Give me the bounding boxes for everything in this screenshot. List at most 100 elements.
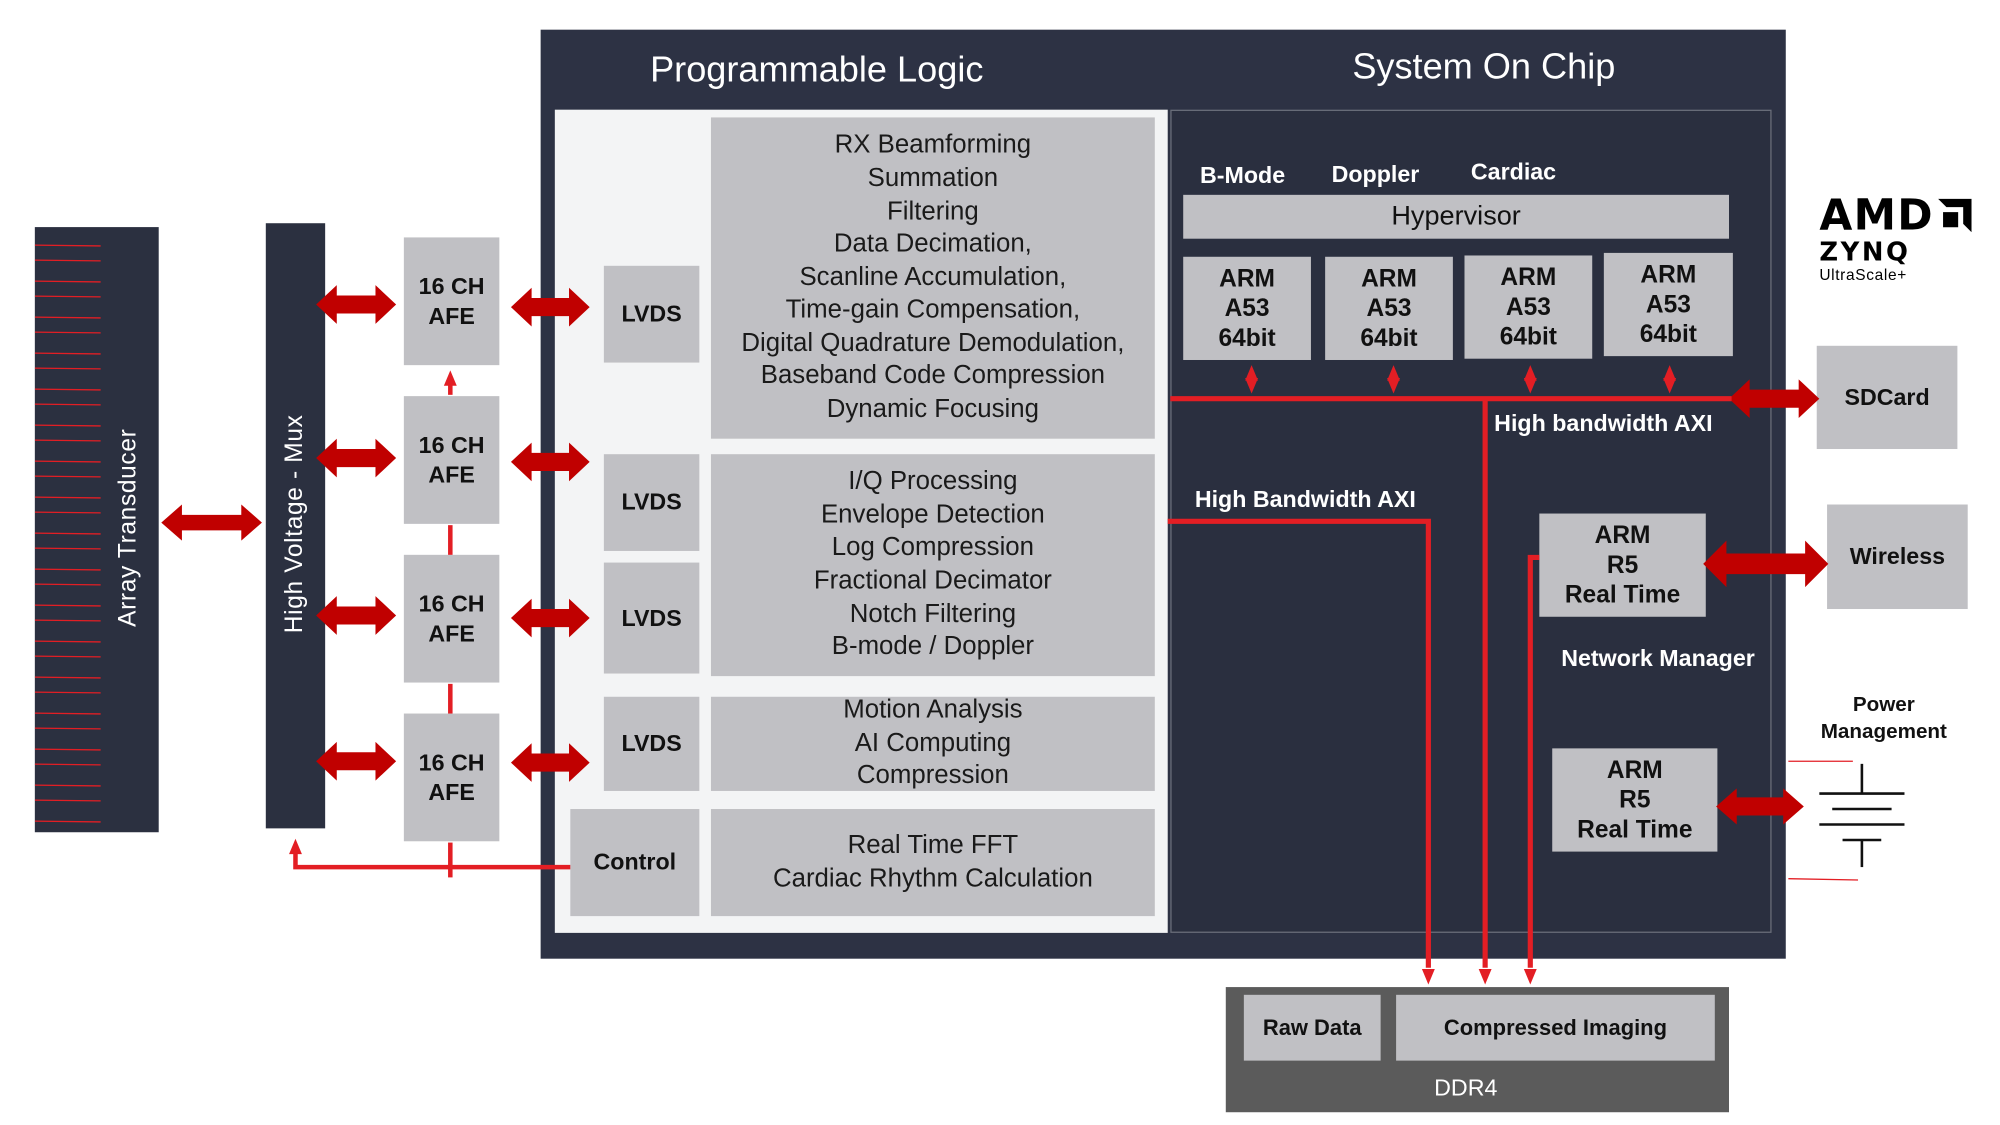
afe-lvds-arrow-2: [510, 442, 590, 482]
transducer-element: [34, 424, 101, 427]
transducer-element: [34, 547, 101, 550]
afe-lvds-arrow-3: [510, 598, 590, 638]
a53-arrow-up-3: [1523, 365, 1537, 381]
block-line: Data Decimation,: [833, 229, 1032, 259]
arm-a53-2: ARM A53 64bit: [1325, 256, 1453, 360]
transducer-element: [34, 259, 101, 262]
mux-afe-arrow-3: [316, 596, 397, 635]
block-line: Baseband Code Compression: [760, 361, 1106, 391]
arm-a53-3: ARM A53 64bit: [1464, 255, 1593, 359]
transducer-element: [34, 511, 101, 514]
power-line-bottom: [1788, 878, 1859, 881]
r5-ddr-line: [1527, 554, 1540, 968]
sdcard: SDCard: [1816, 345, 1958, 450]
transducer-element: [34, 763, 101, 766]
afe-3: 16 CH AFE: [403, 554, 500, 683]
transducer-element: [34, 475, 101, 478]
transducer-element: [34, 388, 101, 391]
afe-2: 16 CH AFE: [403, 396, 500, 524]
arm-r5-network: ARM R5 Real Time: [1539, 513, 1706, 617]
block-line: Time-gain Compensation,: [785, 295, 1081, 325]
transducer-element: [34, 604, 101, 607]
transducer-elements: [34, 244, 101, 823]
block-line: Log Compression: [831, 533, 1035, 562]
amd-wordmark: AMD: [1819, 193, 1980, 238]
block-line: AI Computing: [854, 728, 1012, 758]
block-line: Motion Analysis: [843, 695, 1023, 724]
transducer-element: [34, 316, 101, 319]
afe-4: 16 CH AFE: [403, 713, 500, 842]
transducer-element: [34, 640, 101, 643]
mux-afe-arrow-2: [316, 438, 397, 478]
hypervisor: Hypervisor: [1183, 194, 1730, 239]
axi-left-label: High Bandwidth AXI: [1194, 486, 1416, 513]
mode-cardiac: Cardiac: [1470, 158, 1557, 185]
afe-1: 16 CH AFE: [403, 237, 500, 366]
amd-zynq-logo: AMD ZYNQ UltraScale+: [1819, 193, 1980, 297]
transducer-element: [34, 568, 101, 571]
transducer-element: [34, 496, 101, 499]
transducer-element: [34, 352, 101, 355]
block-line: Real Time FFT: [847, 830, 1019, 860]
afe-lvds-arrow-4: [510, 743, 590, 782]
transducer-element: [34, 331, 101, 334]
block-line: Dynamic Focusing: [826, 394, 1040, 424]
arm-a53-4: ARM A53 64bit: [1603, 252, 1733, 357]
arm-a53-1: ARM A53 64bit: [1183, 256, 1311, 360]
afe-link-arrowhead: [443, 370, 457, 386]
lvds-3: LVDS: [603, 562, 700, 674]
wireless: Wireless: [1827, 504, 1968, 610]
control-line: [293, 851, 571, 870]
a53-arrow-down-3: [1523, 378, 1537, 394]
pl-title: Programmable Logic: [650, 49, 984, 90]
lvds-4: LVDS: [603, 696, 700, 791]
transducer-mux-arrow: [161, 504, 262, 541]
transducer-element: [34, 727, 101, 730]
compressed-imaging-region: Compressed Imaging: [1396, 994, 1715, 1061]
axi-sdcard-arrow: [1729, 379, 1820, 419]
lvds-1: LVDS: [603, 265, 700, 363]
lvds-2: LVDS: [603, 454, 700, 551]
mux-afe-arrow-4: [316, 741, 397, 781]
transducer-element: [34, 460, 101, 463]
a53-arrow-up-4: [1663, 365, 1677, 381]
block-line: Filtering: [886, 196, 979, 226]
a53-arrow-up-2: [1387, 365, 1400, 381]
array-transducer: Array Transducer: [34, 227, 159, 833]
axi-raw-arrowhead: [1421, 969, 1435, 985]
transducer-element: [34, 820, 101, 823]
network-manager-label: Network Manager: [1561, 645, 1755, 671]
block-line: Notch Filtering: [849, 599, 1017, 628]
r5-ddr-arrowhead: [1523, 969, 1537, 985]
ddr4-label: DDR4: [1434, 1074, 1498, 1101]
block-line: Envelope Detection: [820, 500, 1045, 529]
hv-mux: High Voltage - Mux: [265, 223, 326, 829]
block-line: Fractional Decimator: [813, 566, 1052, 595]
a53-arrow-up-1: [1245, 365, 1259, 381]
block-line: Compression: [856, 761, 1009, 791]
transducer-element: [34, 655, 101, 658]
mode-doppler: Doppler: [1331, 161, 1420, 188]
a53-arrow-down-4: [1663, 378, 1677, 394]
transducer-element: [34, 583, 101, 586]
axi-compressed-arrowhead: [1478, 969, 1492, 985]
ultrascale-wordmark: UltraScale+: [1819, 265, 1907, 284]
block-line: RX Beamforming: [834, 130, 1032, 160]
transducer-element: [34, 712, 101, 715]
transducer-element: [34, 367, 101, 370]
transducer-element: [34, 403, 101, 406]
transducer-element: [34, 799, 101, 802]
transducer-element: [34, 295, 101, 298]
transducer-element: [34, 676, 101, 679]
power-management-label: Power Management: [1820, 694, 1947, 744]
transducer-element: [34, 748, 101, 751]
afe-lvds-arrow-1: [510, 287, 590, 327]
mux-afe-arrow-1: [316, 285, 397, 324]
raw-data-region: Raw Data: [1243, 994, 1381, 1061]
soc-title: System On Chip: [1352, 46, 1616, 87]
